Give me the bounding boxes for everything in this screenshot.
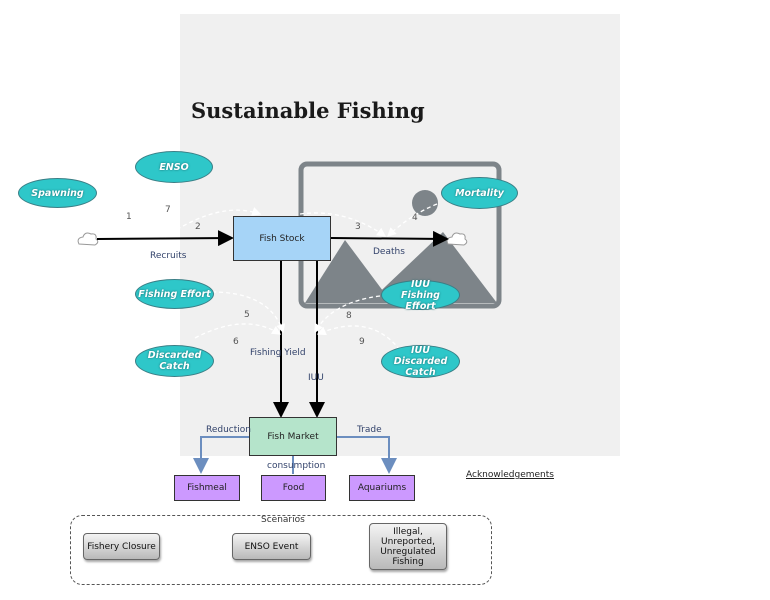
stock-deaths-link <box>299 212 387 237</box>
fishing-yield-label: Fishing Yield <box>250 348 306 358</box>
iuu-discarded-catch-node[interactable]: IUU Discarded Catch <box>381 345 460 378</box>
effort-link <box>204 291 286 334</box>
recruits-flow <box>96 230 234 247</box>
aquariums-node[interactable]: Aquariums <box>349 475 415 501</box>
iuu-effort-link <box>314 295 381 334</box>
scenarios-group <box>70 515 492 585</box>
fishery-closure-button[interactable]: Fishery Closure <box>83 533 160 560</box>
iuu-fishing-effort-node[interactable]: IUU Fishing Effort <box>381 279 460 312</box>
food-node[interactable]: Food <box>261 475 326 501</box>
link-number: 6 <box>233 337 239 347</box>
cloud-icon <box>446 232 468 246</box>
fish-stock-node[interactable]: Fish Stock <box>233 216 331 261</box>
trade-label: Trade <box>357 425 382 435</box>
reduction-label: Reduction <box>206 425 251 435</box>
iuu-label: IUU <box>308 373 324 383</box>
fishmeal-node[interactable]: Fishmeal <box>174 475 240 501</box>
recruits-label: Recruits <box>150 251 187 261</box>
mortality-link <box>387 203 438 237</box>
spawning-node[interactable]: Spawning <box>18 178 97 208</box>
link-number: 8 <box>346 311 352 321</box>
link-number: 4 <box>412 213 418 223</box>
fishing-effort-node[interactable]: Fishing Effort <box>135 279 214 309</box>
link-number: 9 <box>359 337 365 347</box>
iuu-fishing-button[interactable]: Illegal, Unreported, Unregulated Fishing <box>369 523 447 570</box>
link-number: 2 <box>195 222 201 232</box>
discarded-catch-node[interactable]: Discarded Catch <box>135 345 214 377</box>
deaths-label: Deaths <box>373 247 405 257</box>
link-number: 3 <box>355 222 361 232</box>
cloud-icon <box>77 232 99 246</box>
enso-link <box>164 207 262 238</box>
trade-connector <box>337 436 397 474</box>
deaths-flow <box>330 230 449 247</box>
fish-market-node[interactable]: Fish Market <box>249 417 337 456</box>
link-number: 1 <box>126 212 132 222</box>
link-number: 5 <box>244 310 250 320</box>
mortality-node[interactable]: Mortality <box>441 177 518 209</box>
acknowledgements-link[interactable]: Acknowledgements <box>466 470 554 480</box>
iuu-discarded-link <box>316 325 401 351</box>
link-number: 7 <box>165 205 171 215</box>
enso-event-button[interactable]: ENSO Event <box>232 533 311 560</box>
discarded-link <box>194 323 282 339</box>
diagram-title: Sustainable Fishing <box>191 98 425 123</box>
consumption-label: consumption <box>267 461 326 471</box>
enso-node[interactable]: ENSO <box>135 151 213 183</box>
reduction-connector <box>193 436 249 474</box>
scenarios-title: Scenarios <box>261 515 305 525</box>
